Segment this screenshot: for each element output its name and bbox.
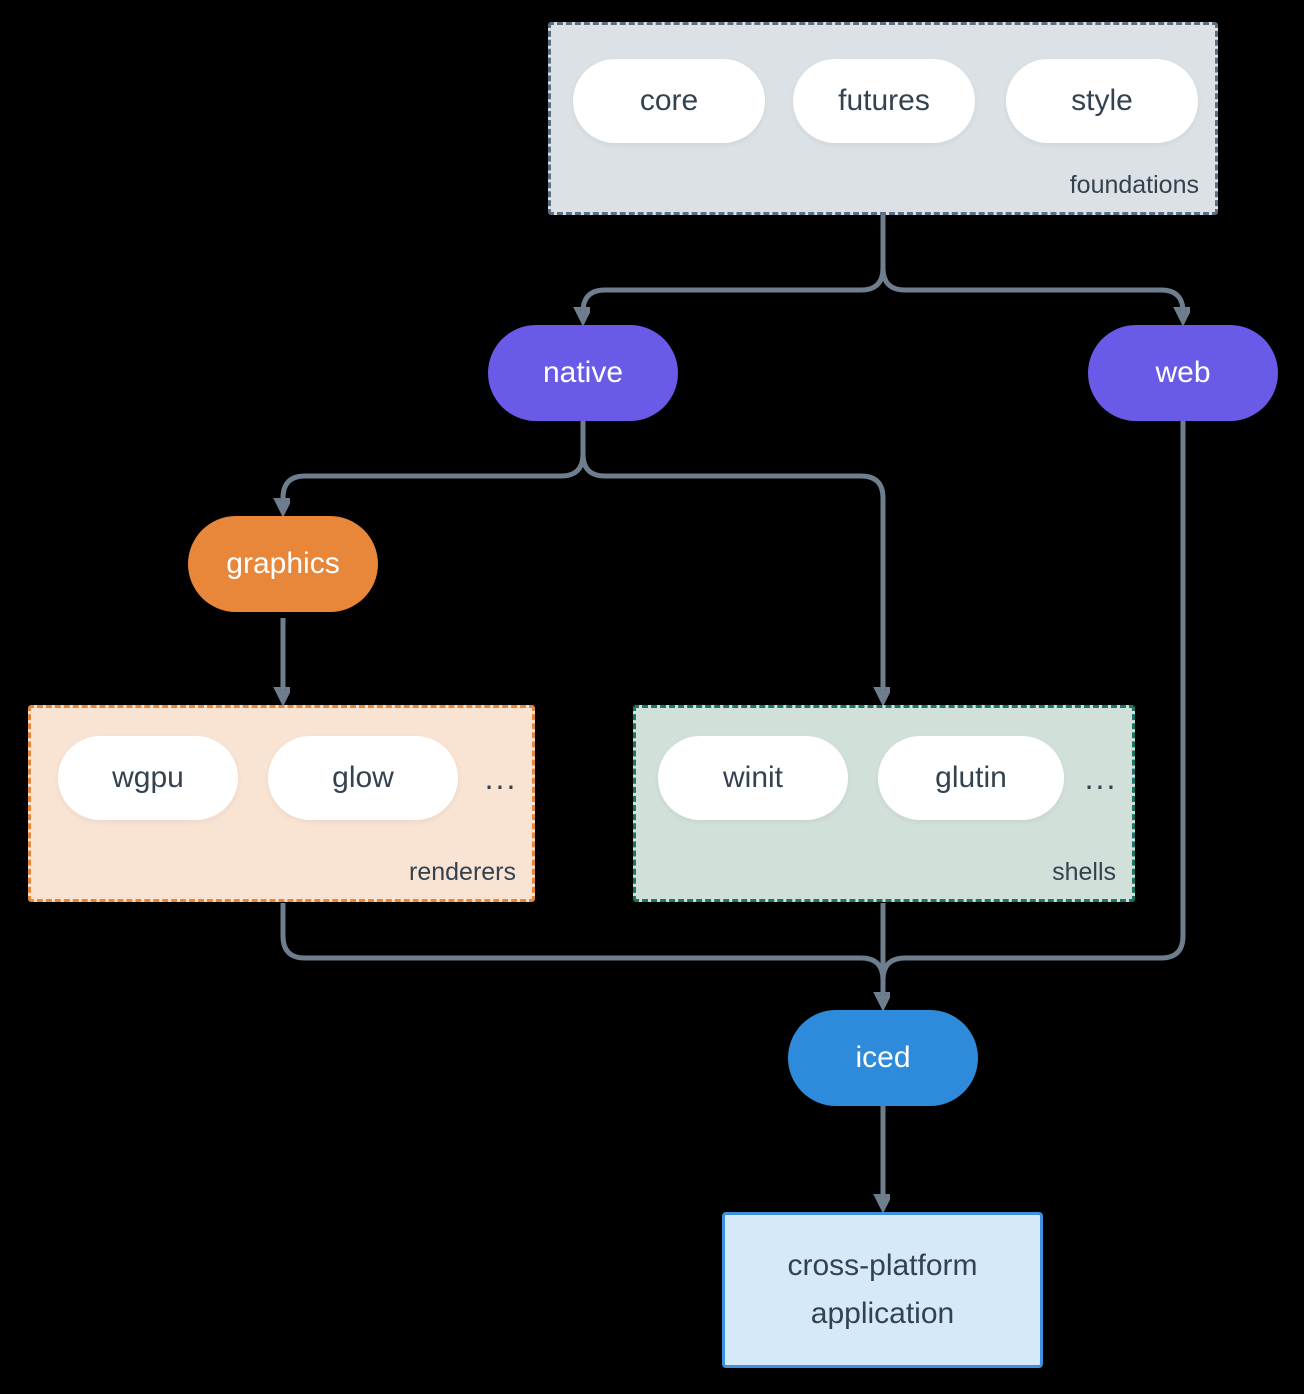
group-label-foundations: foundations — [1069, 171, 1199, 199]
renderers-ellipsis: ... — [484, 759, 518, 796]
node-winit: winit — [658, 736, 848, 820]
arrow-foundations-to-native — [583, 215, 886, 319]
shells-ellipsis: ... — [1084, 759, 1118, 796]
node-style: style — [1006, 59, 1198, 143]
node-core: core — [573, 59, 765, 143]
group-shells: winit glutin ... shells — [633, 705, 1135, 902]
line-renderers-merge — [280, 903, 886, 981]
arrow-native-to-graphics — [283, 421, 586, 510]
node-glow: glow — [268, 736, 458, 820]
node-iced: iced — [788, 1010, 978, 1106]
node-cross-platform-application: cross-platform application — [722, 1212, 1043, 1368]
arrow-foundations-to-web — [880, 215, 1183, 319]
node-native: native — [488, 325, 678, 421]
node-web: web — [1088, 325, 1278, 421]
arrow-native-to-shells — [580, 421, 883, 699]
node-glutin: glutin — [878, 736, 1064, 820]
node-futures: futures — [793, 59, 975, 143]
node-graphics: graphics — [188, 516, 378, 612]
group-renderers: wgpu glow ... renderers — [28, 705, 535, 902]
node-wgpu: wgpu — [58, 736, 238, 820]
group-foundations: core futures style foundations — [548, 22, 1218, 215]
group-label-shells: shells — [1052, 858, 1116, 886]
group-label-renderers: renderers — [409, 858, 516, 886]
line-web-merge — [880, 421, 1186, 981]
